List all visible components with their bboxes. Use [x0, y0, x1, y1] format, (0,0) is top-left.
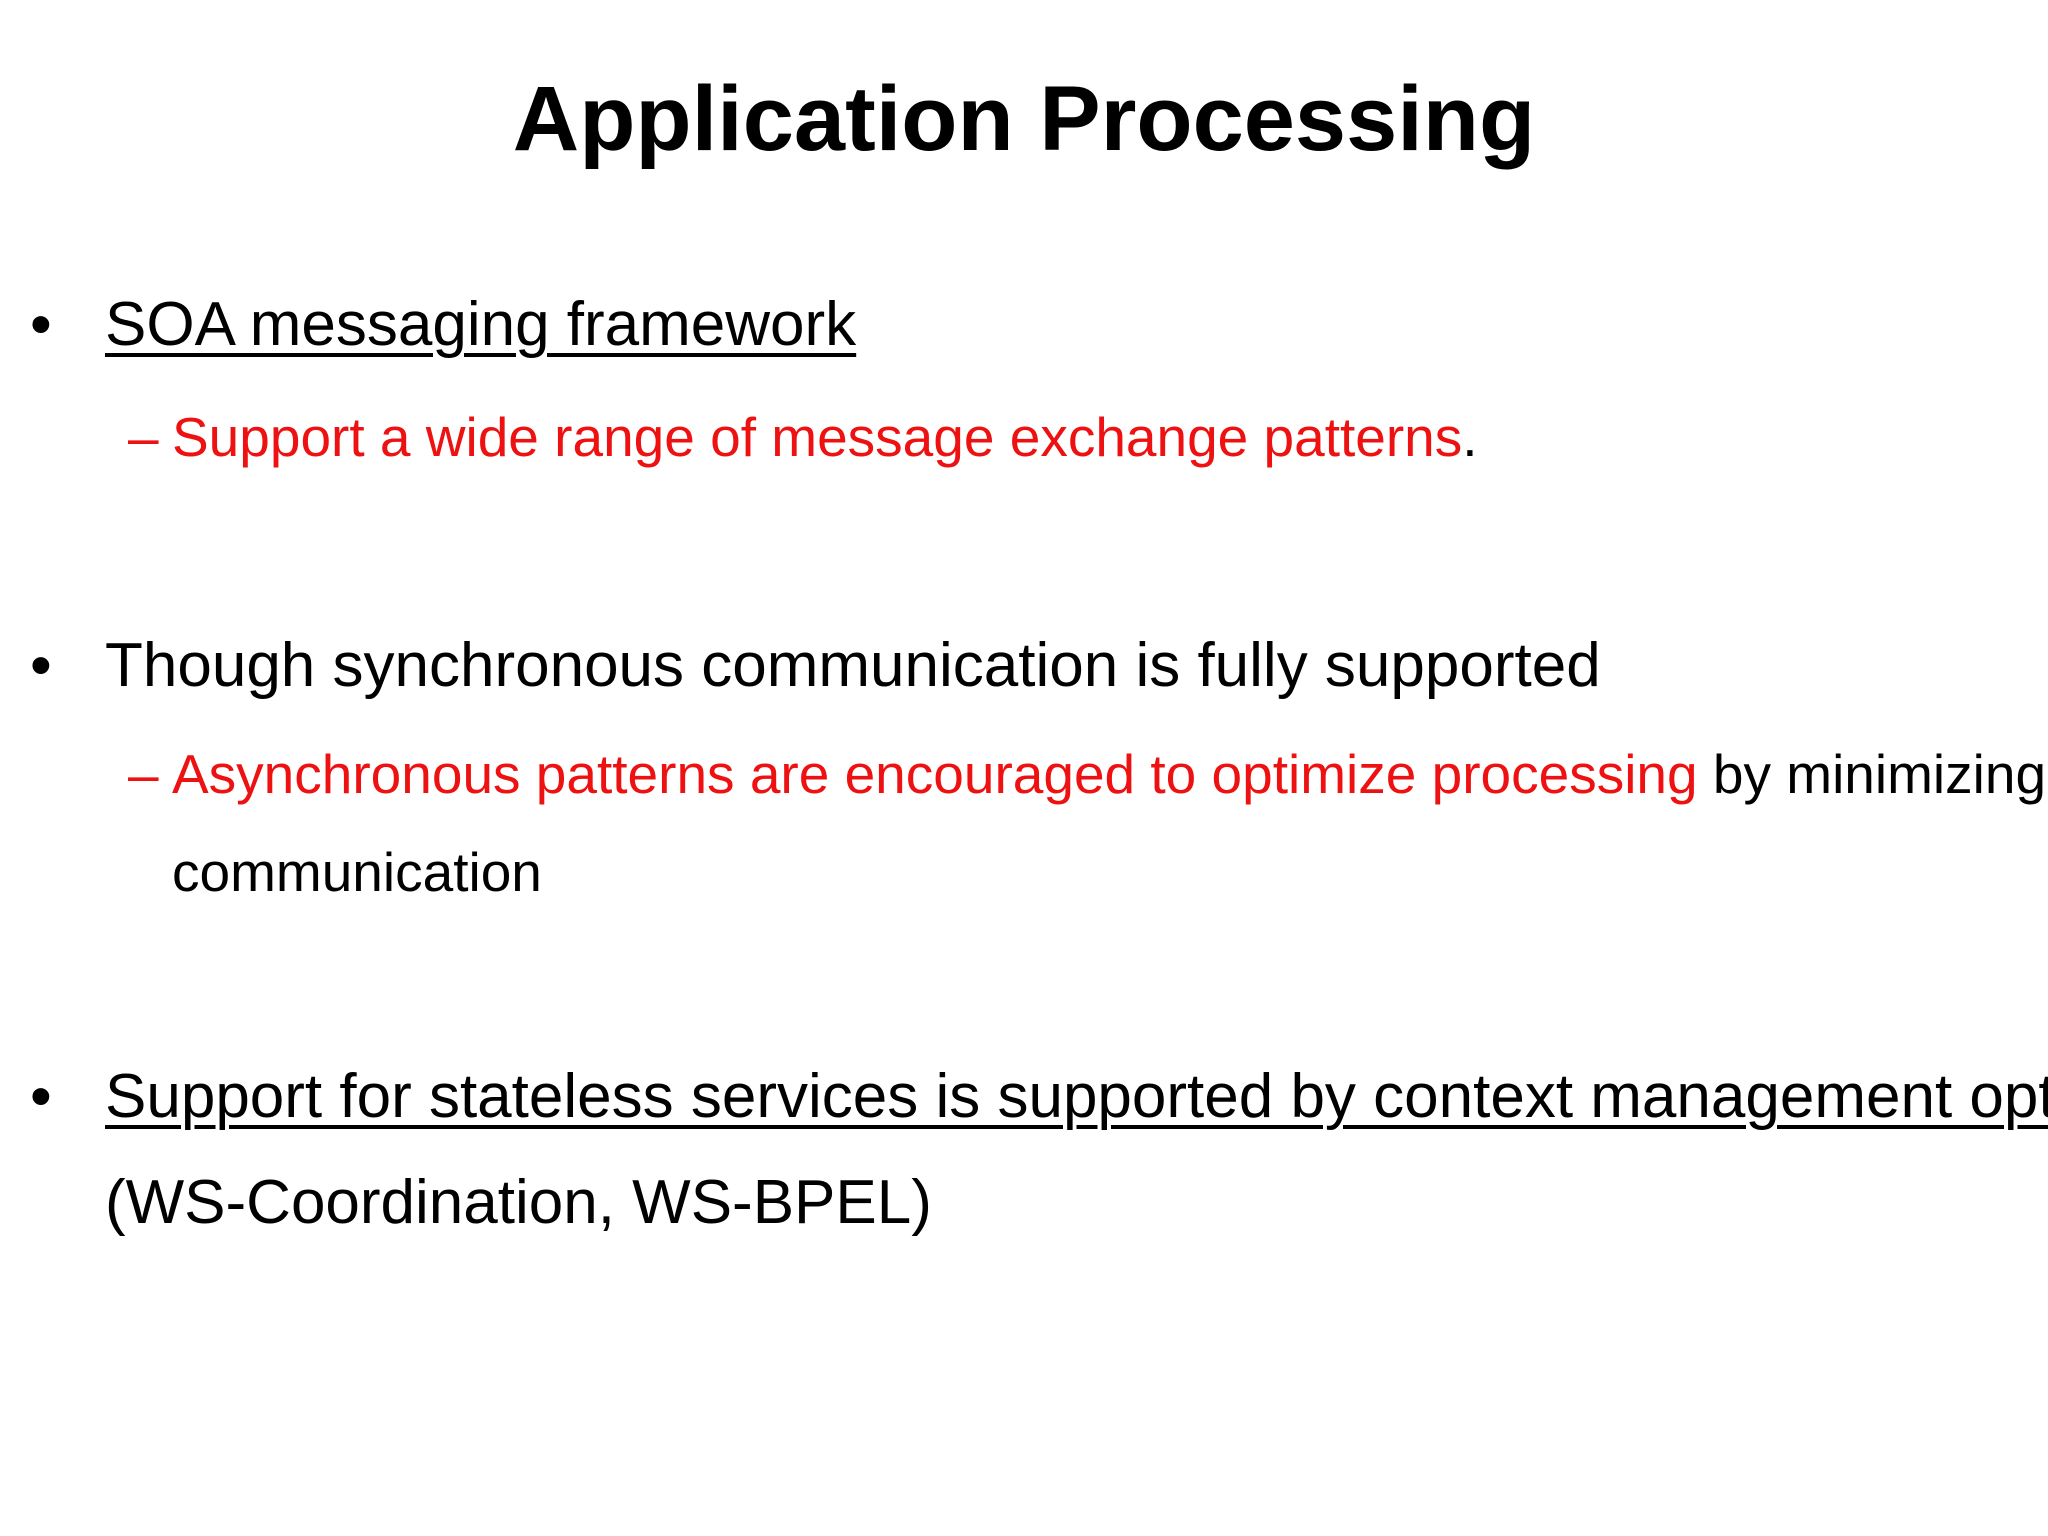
sub-bullet-text-red: Support a wide range of message exchange… — [172, 406, 1463, 468]
sub-bullet-asynchronous: – Asynchronous patterns are encouraged t… — [0, 725, 2046, 921]
sub-bullet-line-1: Asynchronous patterns are encouraged to … — [172, 725, 2046, 823]
bullet-item-synchronous: • Though synchronous communication is fu… — [0, 629, 1601, 703]
sub-bullet-line-2: communication — [172, 841, 542, 903]
bullet-item-stateless-services: • Support for stateless services is supp… — [0, 1044, 2048, 1256]
sub-bullet-marker: – — [128, 406, 159, 468]
sub-bullet-message-patterns: – Support a wide range of message exchan… — [0, 404, 1478, 470]
sub-bullet-marker: – — [128, 743, 159, 805]
bullet-text: SOA messaging framework — [105, 290, 857, 359]
bullet-line-1: Support for stateless services is suppor… — [105, 1044, 2048, 1150]
sub-bullet-text-black: by minimizing — [1697, 743, 2047, 805]
slide-title: Application Processing — [512, 68, 1536, 170]
bullet-item-soa-framework: • SOA messaging framework — [0, 288, 856, 362]
bullet-text-underlined: Support for stateless services is suppor… — [105, 1062, 2048, 1131]
bullet-marker: • — [30, 631, 52, 700]
bullet-marker: • — [30, 1062, 52, 1131]
bullet-text: Though synchronous communication is full… — [105, 631, 1601, 700]
sub-bullet-text-black: . — [1462, 406, 1478, 468]
bullet-marker: • — [30, 290, 52, 359]
sub-bullet-text-red: Asynchronous patterns are encouraged to … — [172, 743, 1698, 805]
bullet-line-2: (WS-Coordination, WS-BPEL) — [105, 1168, 932, 1237]
